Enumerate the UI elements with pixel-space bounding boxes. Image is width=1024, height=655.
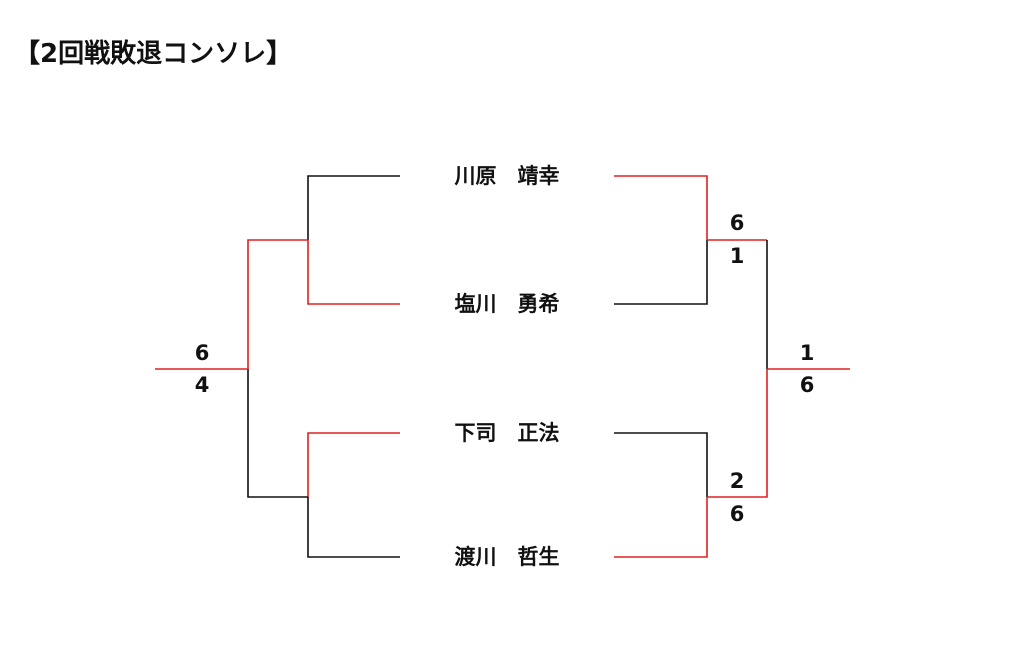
left-line-player-4 bbox=[307, 497, 400, 558]
left-line-player-2 bbox=[307, 240, 400, 305]
right-semi-top-score-bottom: 1 bbox=[729, 244, 745, 268]
player-name-2: 塩川 勇希 bbox=[454, 292, 560, 316]
right-line-player-3 bbox=[614, 432, 708, 497]
right-semi-bottom-out bbox=[707, 369, 768, 498]
right-semi-bottom-score-top: 2 bbox=[729, 469, 745, 493]
player-name-3: 下司 正法 bbox=[454, 421, 560, 445]
right-semi-bottom-score-bottom: 6 bbox=[729, 502, 745, 526]
player-name-4: 渡川 哲生 bbox=[454, 545, 560, 569]
left-line-player-1 bbox=[307, 175, 400, 240]
left-final-score-top: 6 bbox=[194, 341, 210, 365]
right-final-score-top: 1 bbox=[799, 341, 815, 365]
left-semi-bottom-out bbox=[247, 369, 308, 498]
page-title: 【2回戦敗退コンソレ】 bbox=[14, 39, 293, 69]
right-final-score-bottom: 6 bbox=[799, 373, 815, 397]
player-name-1: 川原 靖幸 bbox=[454, 164, 560, 188]
left-final-score-bottom: 4 bbox=[194, 373, 210, 397]
right-line-player-2 bbox=[614, 240, 708, 305]
right-line-player-4 bbox=[614, 497, 708, 558]
left-semi-top-out bbox=[247, 239, 308, 369]
right-line-player-1 bbox=[614, 175, 708, 240]
left-line-player-3 bbox=[307, 432, 400, 497]
right-semi-top-score-top: 6 bbox=[729, 211, 745, 235]
